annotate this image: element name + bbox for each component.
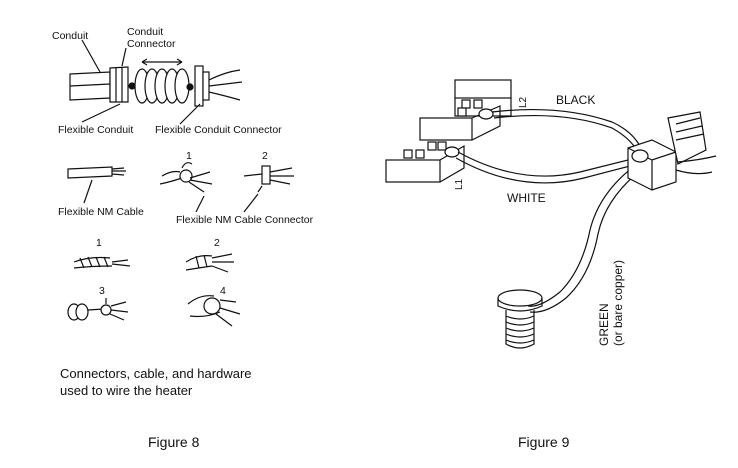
step-number-top-2: 2 <box>262 150 268 162</box>
label-conduit: Conduit <box>52 30 88 42</box>
nm-connector-step-2-top <box>243 165 294 193</box>
description-line-2: used to wire the heater <box>60 383 193 398</box>
nm-connector-leader-2 <box>243 193 259 213</box>
nm-connector-step-1-top <box>159 162 213 193</box>
label-flexible-conduit-connector: Flexible Conduit Connector <box>155 124 282 136</box>
flexible-conduit-connector-leader <box>179 103 201 125</box>
conduit-assembly <box>69 58 243 107</box>
description-line-1: Connectors, cable, and hardware <box>60 366 252 381</box>
label-conduit-connector-l1: Conduit <box>127 26 163 38</box>
nm-cable-leader <box>83 179 93 204</box>
label-bare-copper: (or bare copper) <box>611 260 625 346</box>
label-conduit-connector-l2: Connector <box>127 38 176 50</box>
green-wire <box>527 161 641 307</box>
step-number-1: 1 <box>96 237 102 249</box>
figure-8-description: Connectors, cable, and hardware used to … <box>60 365 252 399</box>
step-number-top-1: 1 <box>186 150 192 162</box>
figure-8-caption: Figure 8 <box>148 434 200 450</box>
label-black: BLACK <box>556 93 595 107</box>
step-number-3: 3 <box>99 285 105 297</box>
nm-step-4 <box>187 295 241 327</box>
step-number-2: 2 <box>214 237 220 249</box>
label-flexible-nm-cable-connector: Flexible NM Cable Connector <box>176 214 314 226</box>
flexible-conduit-leader <box>81 103 121 123</box>
nm-step-1 <box>73 256 131 269</box>
cable-junction-box <box>627 111 717 191</box>
step-number-4: 4 <box>220 285 226 297</box>
conduit-connector-leader <box>121 47 127 67</box>
figure-8-illustration <box>67 39 294 327</box>
nm-step-2 <box>185 253 234 273</box>
flexible-conduit-coils <box>134 68 190 104</box>
label-l2: L2 <box>518 96 529 108</box>
black-wire <box>491 108 643 151</box>
conduit-leader <box>81 39 101 73</box>
nm-step-3 <box>67 298 129 321</box>
figure-9-illustration <box>385 79 717 349</box>
figure-9-caption: Figure 9 <box>518 434 570 450</box>
label-white: WHITE <box>507 191 546 205</box>
flexible-nm-cable <box>67 166 126 179</box>
label-flexible-nm-cable: Flexible NM Cable <box>58 206 144 218</box>
nm-connector-leader-1 <box>195 195 205 213</box>
label-flexible-conduit: Flexible Conduit <box>58 124 133 136</box>
label-green: GREEN <box>597 303 611 346</box>
white-wire <box>457 151 645 177</box>
terminal-block-l2 <box>454 79 512 117</box>
ground-screw <box>497 289 543 349</box>
label-l1: L1 <box>454 178 465 190</box>
